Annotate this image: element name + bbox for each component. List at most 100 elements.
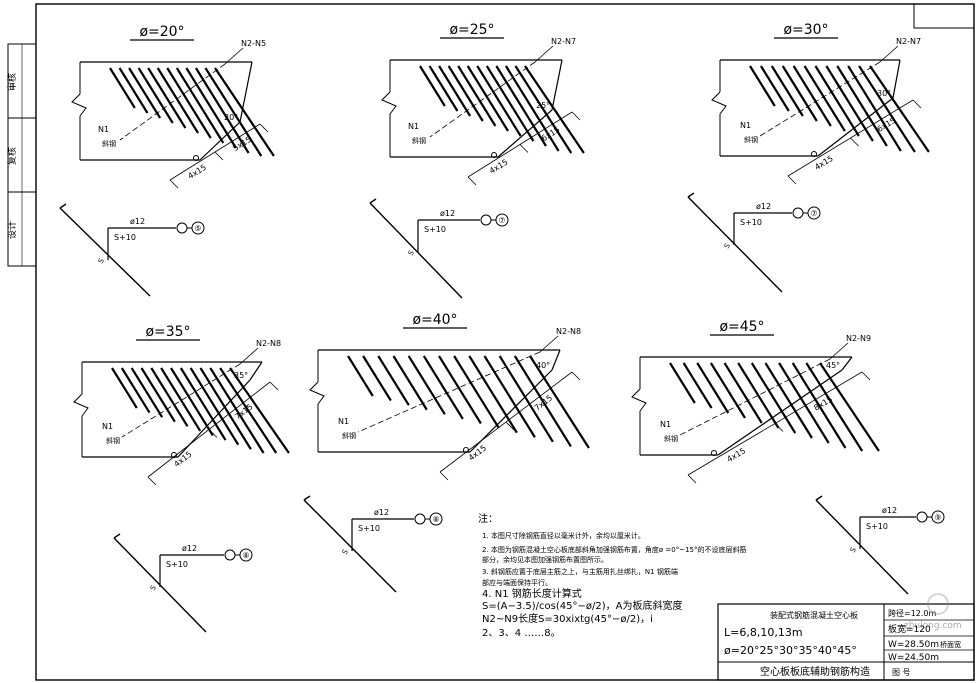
reinforcement-bar	[229, 367, 290, 454]
dimension-label: 7x15	[533, 393, 554, 412]
note-line: 3. 斜钢筋应置于底层主筋之上，与主筋用扎丝绑扎，N1 钢筋端	[482, 567, 678, 576]
reinforcement-bar	[194, 67, 250, 154]
title-block-value: 板宽=120	[888, 623, 931, 635]
note-line: N2~N9长度S=30xixtg(45°−ø/2)，i	[482, 612, 653, 625]
dimension-tick	[687, 474, 697, 484]
dimension-label: 8x15	[812, 395, 834, 413]
break-mark	[711, 91, 727, 115]
dimension-tick	[861, 371, 871, 381]
break-mark	[309, 381, 325, 405]
hook-s: S	[149, 584, 158, 592]
side-label: 设计	[6, 221, 18, 239]
dimension-tick	[259, 123, 269, 133]
dimension-tick	[571, 371, 581, 381]
bar-tag: N2-N5	[241, 39, 266, 48]
bar-label-n1: N1	[740, 121, 751, 130]
dimension-label: 6x15	[876, 116, 898, 134]
title-block-label: 装配式钢筋混凝土空心板	[770, 610, 858, 620]
hook-s: S	[849, 546, 858, 554]
bar-label-skew: 斜钢	[744, 135, 758, 144]
reinforcement-bar	[759, 65, 790, 112]
hook-bar-line	[59, 207, 151, 297]
bar-tag: N2-N9	[846, 334, 871, 343]
bar-label-skew: 斜钢	[664, 434, 678, 443]
title-block-value: W=24.50m	[888, 653, 939, 663]
reinforcement-bar	[792, 65, 832, 127]
reinforcement-bar	[814, 65, 860, 137]
hook-end-circle	[480, 214, 492, 226]
reinforcement-bar	[682, 362, 713, 409]
bar-label-n1: N1	[338, 417, 349, 426]
skew-end-edge	[551, 59, 563, 111]
reinforcement-bar	[483, 355, 536, 438]
dimension-tick	[269, 381, 279, 391]
hook-length: S+10	[424, 225, 446, 234]
note-line: 2、3、4 ……8。	[482, 628, 561, 639]
hook-bar-line	[815, 499, 909, 595]
end-marker	[711, 450, 717, 456]
hook-length: S+10	[166, 560, 188, 569]
bar-number-circle	[807, 206, 821, 220]
dimension-label: 4x15	[488, 158, 510, 176]
sheet-border	[35, 3, 975, 681]
reinforcement-bar	[150, 367, 189, 427]
skew-end-edge	[239, 61, 253, 123]
dimension-tick	[850, 137, 859, 147]
tag-leader	[879, 45, 899, 63]
panel-angle-title: ø=20°	[139, 24, 184, 40]
reinforcement-bar	[709, 362, 746, 419]
hook-diameter: ø12	[756, 202, 771, 211]
hook-length: S+10	[114, 233, 136, 242]
hook-end-circle	[224, 549, 236, 561]
bar-tag: N2-N8	[256, 339, 281, 348]
hook-end-circle	[176, 222, 188, 234]
dimension-tick	[214, 151, 224, 161]
skew-angle-mark: 45°	[826, 361, 840, 370]
reinforcement-bar	[453, 355, 500, 429]
dimension-tick	[519, 144, 529, 153]
reinforcement-bar	[778, 362, 830, 444]
reinforcement-bar	[805, 362, 864, 452]
skew-angle-mark: 20°	[224, 113, 238, 122]
note-line: 2. 本图为钢筋混凝土空心板底部斜角加强钢筋布置，角度ø =0°~15°的不设底…	[482, 545, 747, 554]
skew-end-edge	[841, 356, 853, 371]
dimension-label: 4x15	[186, 163, 208, 181]
skew-angle-mark: 25°	[536, 101, 550, 110]
hook-end-circle	[414, 513, 426, 525]
note-line: S=(A−3.5)/cos(45°−ø/2)，A为板底斜宽度	[482, 599, 682, 612]
center-line	[429, 61, 536, 138]
hook-diameter: ø12	[374, 508, 389, 517]
reinforcement-bar	[485, 65, 535, 142]
dimension-tick	[169, 179, 179, 189]
break-mark	[71, 93, 87, 117]
dimension-tick	[787, 175, 797, 185]
break-mark	[73, 393, 89, 417]
bar-number: ⑧	[432, 515, 439, 524]
reinforcement-bar	[438, 355, 482, 425]
reinforcement-bar	[825, 65, 874, 142]
reinforcement-bar	[219, 367, 278, 454]
bar-number: ⑦	[810, 209, 817, 218]
panel-angle-title: ø=30°	[783, 22, 828, 38]
skew-end-edge	[249, 361, 263, 381]
reinforcement-bar	[513, 355, 572, 447]
reinforcement-bar	[156, 67, 199, 134]
bar-tag: N2-N8	[556, 327, 581, 336]
dimension-label: 7x15	[233, 402, 254, 421]
hook-length: S+10	[358, 524, 380, 533]
center-line	[357, 351, 541, 433]
reinforcement-bar	[130, 367, 164, 418]
bar-number: ⑦	[498, 216, 505, 225]
reinforcement-bar	[764, 362, 813, 439]
note-line: 部应与端面保持平行。	[482, 578, 552, 587]
skew-end-edge	[817, 97, 894, 157]
reinforcement-bar	[109, 67, 136, 109]
skew-end-edge	[892, 59, 901, 99]
